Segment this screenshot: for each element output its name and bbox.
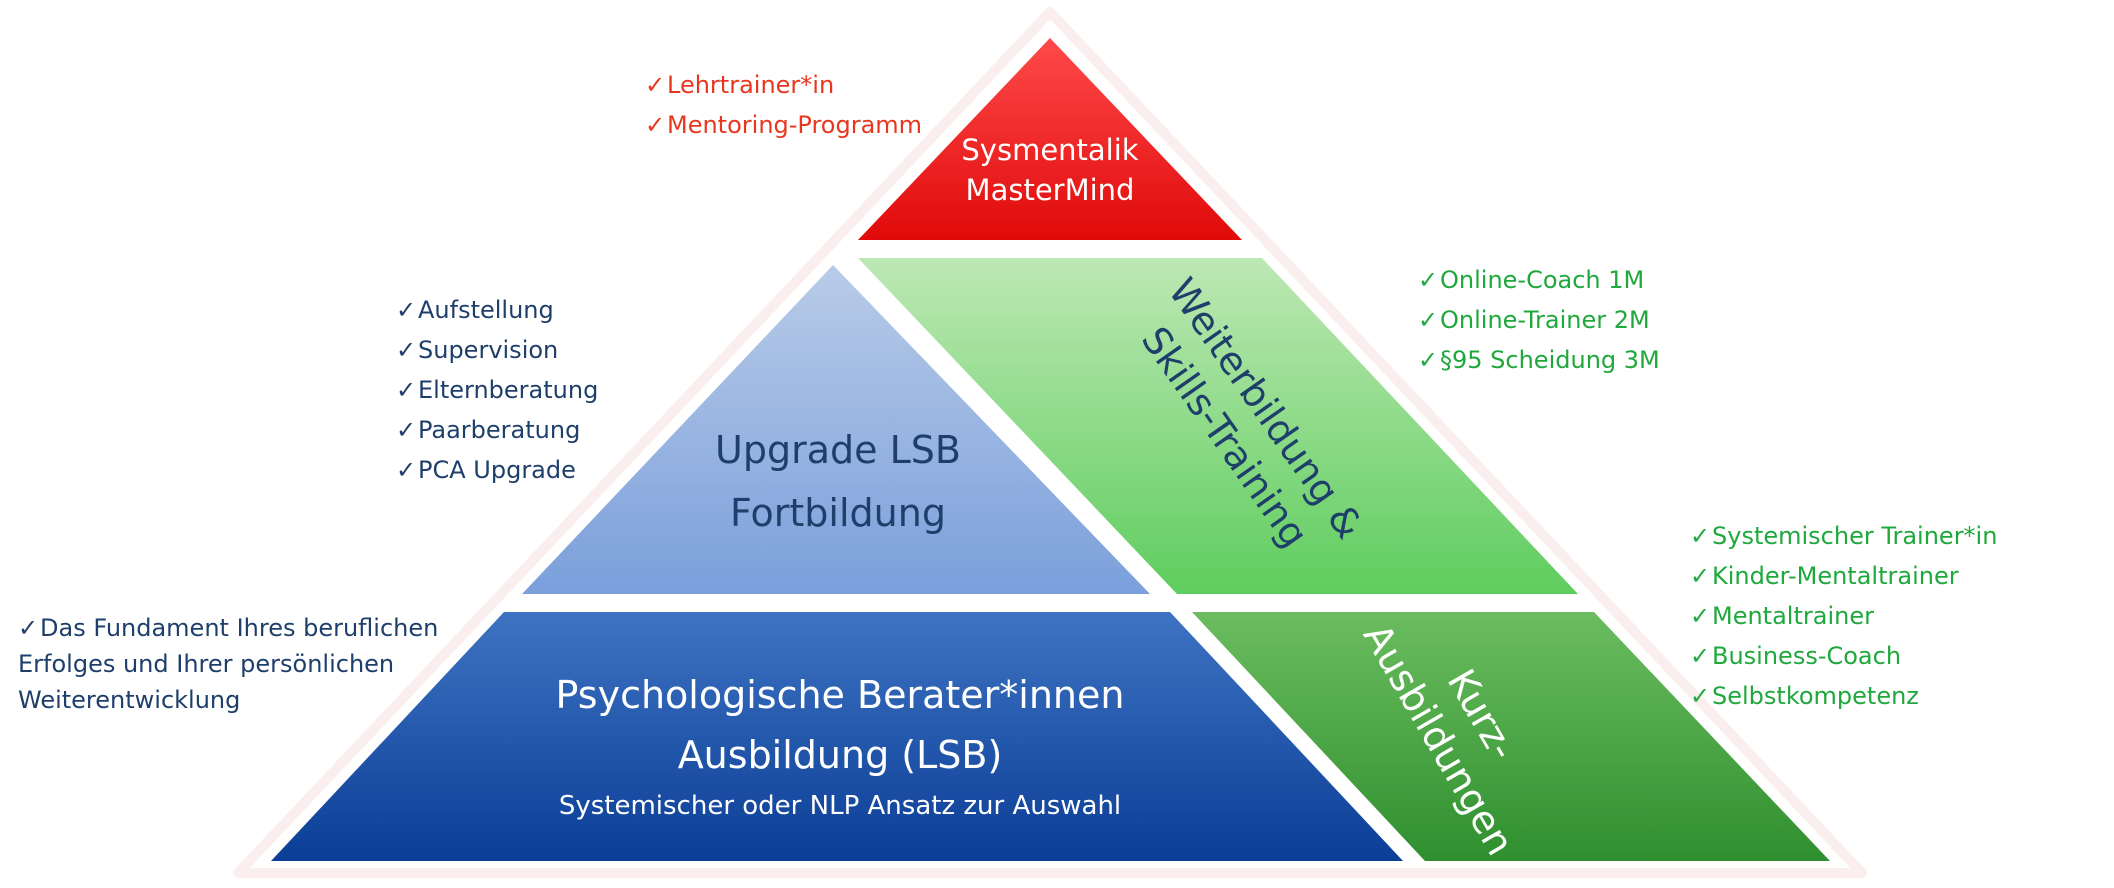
- check-icon: ✓: [1690, 642, 1711, 670]
- weiterbildung-list: ✓Online-Coach 1M ✓Online-Trainer 2M ✓§95…: [1418, 260, 1660, 380]
- check-icon: ✓: [1690, 562, 1711, 590]
- check-icon: ✓: [18, 614, 39, 642]
- list-item: ✓Supervision: [396, 330, 598, 370]
- list-item: ✓Paarberatung: [396, 410, 598, 450]
- segment-upgrade: [522, 265, 1150, 594]
- check-icon: ✓: [1690, 522, 1711, 550]
- list-item: ✓Systemischer Trainer*in: [1690, 516, 1997, 556]
- base-label-line1: Psychologische Berater*innen: [556, 673, 1125, 717]
- base-label-subtitle: Systemischer oder NLP Ansatz zur Auswahl: [559, 791, 1121, 821]
- upgrade-label-line1: Upgrade LSB: [715, 428, 961, 472]
- check-icon: ✓: [1690, 682, 1711, 710]
- upgrade-label-line2: Fortbildung: [730, 491, 946, 535]
- check-icon: ✓: [1690, 602, 1711, 630]
- check-icon: ✓: [1418, 306, 1439, 334]
- list-item: ✓Mentoring-Programm: [645, 105, 922, 145]
- segment-kurzausbildungen: [1192, 612, 1830, 861]
- list-item: ✓Elternberatung: [396, 370, 598, 410]
- pyramid-frame: [233, 7, 1867, 878]
- list-item: ✓Lehrtrainer*in: [645, 65, 922, 105]
- mastermind-label-line1: Sysmentalik: [961, 133, 1138, 167]
- segment-mastermind: [858, 38, 1242, 240]
- list-item: ✓Kinder-Mentaltrainer: [1690, 556, 1997, 596]
- foundation-line: Erfolges und Ihrer persönlichen: [18, 650, 395, 678]
- list-item: ✓Business-Coach: [1690, 636, 1997, 676]
- base-label-line2: Ausbildung (LSB): [678, 733, 1003, 777]
- kurzausbildungen-list: ✓Systemischer Trainer*in ✓Kinder-Mentalt…: [1690, 516, 1997, 716]
- check-icon: ✓: [645, 111, 666, 139]
- list-item: ✓Online-Trainer 2M: [1418, 300, 1660, 340]
- list-item: ✓Online-Coach 1M: [1418, 260, 1660, 300]
- upgrade-list: ✓Aufstellung ✓Supervision ✓Elternberatun…: [396, 290, 598, 490]
- check-icon: ✓: [396, 296, 417, 324]
- list-item: ✓§95 Scheidung 3M: [1418, 340, 1660, 380]
- check-icon: ✓: [645, 71, 666, 99]
- foundation-note: ✓Das Fundament Ihres beruflichen Erfolge…: [18, 610, 458, 718]
- mastermind-list: ✓Lehrtrainer*in ✓Mentoring-Programm: [645, 65, 922, 145]
- foundation-line: ✓Das Fundament Ihres beruflichen: [18, 610, 458, 646]
- check-icon: ✓: [396, 336, 417, 364]
- check-icon: ✓: [396, 416, 417, 444]
- list-item: ✓Mentaltrainer: [1690, 596, 1997, 636]
- check-icon: ✓: [396, 456, 417, 484]
- list-item: ✓Aufstellung: [396, 290, 598, 330]
- check-icon: ✓: [1418, 266, 1439, 294]
- segment-weiterbildung: [858, 258, 1578, 594]
- mastermind-label-line2: MasterMind: [966, 173, 1135, 207]
- list-item: ✓PCA Upgrade: [396, 450, 598, 490]
- check-icon: ✓: [396, 376, 417, 404]
- list-item: ✓Selbstkompetenz: [1690, 676, 1997, 716]
- segment-lsb-base: [271, 612, 1403, 861]
- check-icon: ✓: [1418, 346, 1439, 374]
- foundation-line: Weiterentwicklung: [18, 686, 241, 714]
